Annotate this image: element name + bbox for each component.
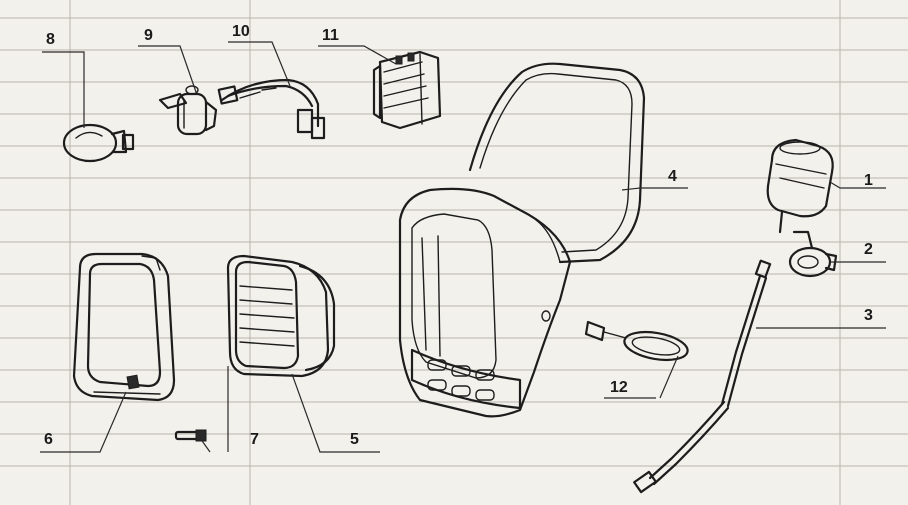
leader-lines [40,41,886,453]
part-bulb [62,123,135,163]
callout-7: 7 [250,431,259,448]
callout-4: 4 [668,168,677,185]
callout-8: 8 [46,31,55,48]
part-fairing [398,62,646,418]
callout-11: 11 [322,27,339,44]
part-headlight-frame [72,252,176,402]
callout-1: 1 [864,172,873,189]
callout-2: 2 [864,241,873,258]
callout-3: 3 [864,307,873,324]
part-mounting-bracket [788,230,838,278]
part-mirror [584,320,689,362]
callout-9: 9 [144,27,153,44]
part-headlight-unit [226,254,336,378]
callout-5: 5 [350,431,359,448]
part-screw [174,429,207,442]
part-indicator-lamp [766,138,834,234]
part-bulb-socket [158,85,218,136]
callout-labels: 1 2 3 4 5 6 7 8 9 10 11 12 [44,23,873,448]
callout-10: 10 [232,23,250,40]
callout-6: 6 [44,431,53,448]
part-speedometer-cable [633,259,772,494]
part-relay-block [372,50,442,130]
part-wiring-harness [217,78,326,140]
callout-12: 12 [610,379,628,396]
